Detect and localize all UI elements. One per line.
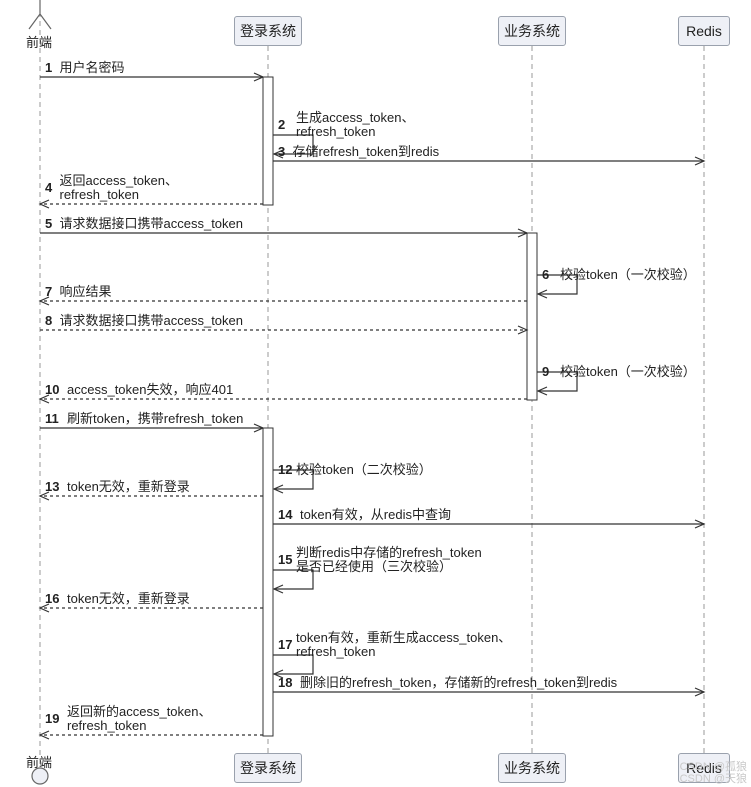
participant-frontend-bottom-label: 前端: [26, 755, 53, 770]
message-13-label: token无效，重新登录: [67, 479, 190, 494]
message-19-arrowhead: [38, 730, 50, 740]
message-1-label: 用户名密码: [60, 60, 125, 75]
message-12-line: [273, 469, 314, 490]
message-9-line: [537, 371, 578, 392]
message-15-label: 是否已经使用（三次校验）: [296, 559, 452, 574]
message-18-label: 删除旧的refresh_token，存储新的refresh_token到redi…: [300, 675, 618, 690]
message-5-number: 5: [45, 216, 52, 231]
message-17-number: 17: [278, 637, 292, 652]
message-19-label: refresh_token: [67, 718, 147, 733]
message-9-arrowhead: [536, 386, 548, 396]
message-6-label: 校验token（一次校验）: [560, 267, 696, 282]
message-16-label: token无效，重新登录: [67, 591, 190, 606]
message-17-label: token有效，重新生成access_token、: [296, 630, 511, 645]
message-2-number: 2: [278, 117, 285, 132]
message-14-arrowhead: [694, 519, 706, 529]
message-13-number: 13: [45, 479, 59, 494]
message-5-label: 请求数据接口携带access_token: [60, 216, 244, 231]
message-2-label: refresh_token: [296, 124, 376, 139]
message-8-arrowhead: [517, 325, 529, 335]
message-19-label: 返回新的access_token、: [67, 704, 212, 719]
activation-business-2: [526, 232, 538, 401]
message-4-label: 返回access_token、: [60, 173, 179, 188]
message-13-arrowhead: [38, 491, 50, 501]
participant-redis-bottom: Redis: [678, 753, 730, 783]
participant-business-bottom: 业务系统: [498, 753, 566, 783]
message-1-arrowhead: [253, 72, 265, 82]
participant-frontend-top-label: 前端: [26, 35, 53, 50]
message-12-number: 12: [278, 462, 292, 477]
message-6-arrowhead: [536, 289, 548, 299]
message-15-number: 15: [278, 552, 292, 567]
watermark: CSDN @孤狼 CSDN @天狼: [680, 761, 747, 785]
participant-business-top: 业务系统: [498, 16, 566, 46]
message-18-number: 18: [278, 675, 292, 690]
message-18-arrowhead: [694, 687, 706, 697]
watermark-line-1: CSDN @孤狼: [679, 761, 747, 773]
message-10-number: 10: [45, 382, 59, 397]
message-1-number: 1: [45, 60, 52, 75]
message-10-label: access_token失效，响应401: [67, 382, 233, 397]
message-4-label: refresh_token: [60, 187, 140, 202]
message-6-line: [537, 274, 578, 295]
message-12-label: 校验token（二次校验）: [296, 462, 432, 477]
watermark-line-2: CSDN @天狼: [679, 773, 747, 785]
activation-login-3: [262, 427, 274, 737]
message-14-number: 14: [278, 507, 293, 522]
actor-frontend-bottom-icon: [31, 767, 49, 785]
message-8-label: 请求数据接口携带access_token: [60, 313, 244, 328]
actor-frontend-top-icon: [28, 0, 52, 30]
message-3-arrowhead: [694, 156, 706, 166]
message-12-arrowhead: [272, 484, 284, 494]
message-7-number: 7: [45, 284, 52, 299]
message-17-line: [273, 654, 314, 675]
message-16-arrowhead: [38, 603, 50, 613]
message-7-arrowhead: [38, 296, 50, 306]
message-19-number: 19: [45, 711, 59, 726]
message-11-number: 11: [45, 411, 59, 426]
participant-login-bottom: 登录系统: [234, 753, 302, 783]
message-11-label: 刷新token，携带refresh_token: [67, 411, 243, 426]
activation-login-1: [262, 76, 274, 206]
message-5-arrowhead: [517, 228, 529, 238]
message-2-label: 生成access_token、: [296, 110, 415, 125]
message-2-line: [273, 134, 314, 155]
message-15-line: [273, 569, 314, 590]
message-3-number: 3: [278, 144, 285, 159]
message-4-number: 4: [45, 180, 53, 195]
message-4-arrowhead: [38, 199, 50, 209]
message-6-number: 6: [542, 267, 549, 282]
message-8-number: 8: [45, 313, 52, 328]
message-9-label: 校验token（一次校验）: [560, 364, 696, 379]
message-17-arrowhead: [272, 669, 284, 679]
participant-redis-top: Redis: [678, 16, 730, 46]
message-14-label: token有效，从redis中查询: [300, 507, 451, 522]
message-15-arrowhead: [272, 584, 284, 594]
message-16-number: 16: [45, 591, 59, 606]
message-15-label: 判断redis中存储的refresh_token: [296, 545, 482, 560]
message-7-label: 响应结果: [60, 284, 112, 299]
message-11-arrowhead: [253, 423, 265, 433]
message-2-arrowhead: [272, 149, 284, 159]
participant-login-top: 登录系统: [234, 16, 302, 46]
message-10-arrowhead: [38, 394, 50, 404]
message-9-number: 9: [542, 364, 549, 379]
message-3-label: 存储refresh_token到redis: [293, 144, 440, 159]
message-17-label: refresh_token: [296, 644, 376, 659]
